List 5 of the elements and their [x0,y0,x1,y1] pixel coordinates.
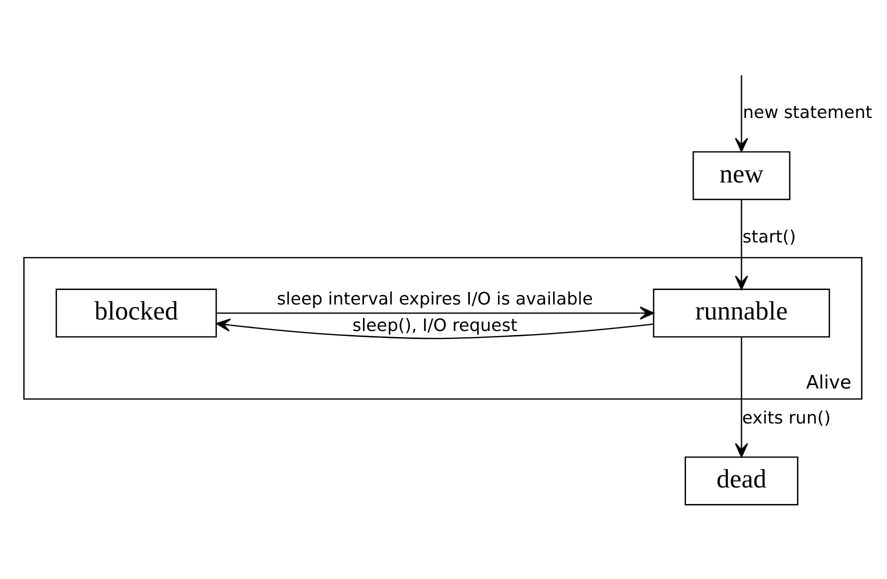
edge-label: exits run() [742,408,831,428]
edge-label: sleep interval expires I/O is available [276,289,593,310]
edge-label: new statement [742,103,872,124]
edge-label: start() [742,227,796,248]
edge-label: sleep(), I/O request [352,316,518,336]
